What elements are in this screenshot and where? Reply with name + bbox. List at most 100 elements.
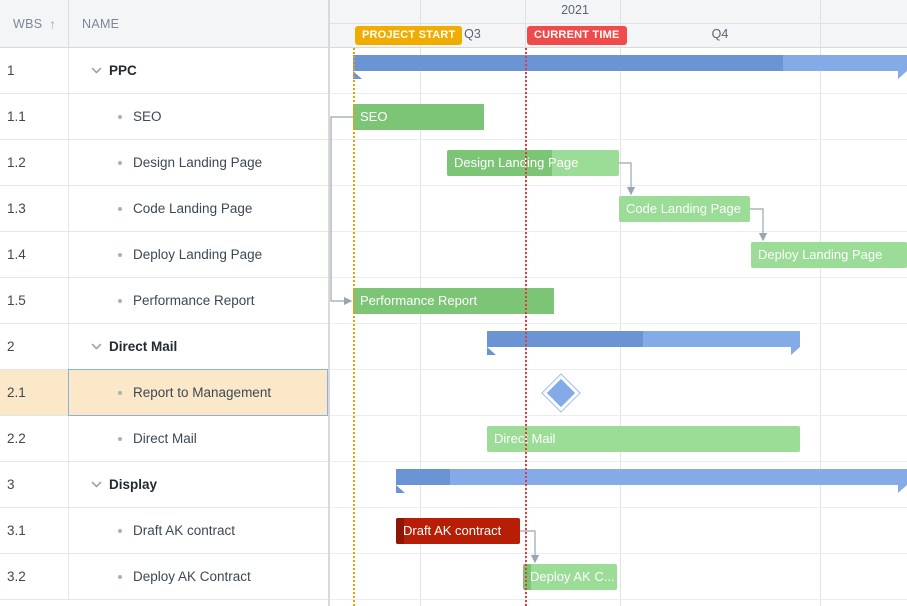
cell-name[interactable]: Deploy Landing Page [69,232,328,277]
table-row[interactable]: 3.2 Deploy AK Contract [0,554,328,600]
wbs-value: 2.1 [7,385,26,400]
timeline-gridline-horizontal [330,185,907,186]
bullet-icon [109,390,131,395]
cell-wbs[interactable]: 3.1 [0,508,69,553]
current-time-badge[interactable]: CURRENT TIME [527,26,627,45]
cell-wbs[interactable]: 3.2 [0,554,69,599]
header-gridline [820,0,821,23]
cell-wbs[interactable]: 1.5 [0,278,69,323]
table-row[interactable]: 1.1 SEO [0,94,328,140]
cell-name[interactable]: Display [69,462,328,507]
cell-name[interactable]: Code Landing Page [69,186,328,231]
timeline-header-years: 2021 [330,0,907,24]
task-name-label: Direct Mail [133,431,197,446]
summary-bar[interactable] [487,331,800,355]
timeline-gridline-horizontal [330,231,907,232]
dep-draft-ak-contract-to-deploy-ak-contract [520,530,540,564]
wbs-value: 1.5 [7,293,26,308]
timeline-gridline-horizontal [330,93,907,94]
cell-wbs[interactable]: 1.3 [0,186,69,231]
cell-name[interactable]: Direct Mail [69,324,328,369]
task-bar[interactable]: Deploy Landing Page [751,242,907,268]
task-bar-label: Direct Mail [494,431,556,446]
task-bar[interactable]: Design Landing Page [447,150,619,176]
cell-name[interactable]: SEO [69,94,328,139]
table-row[interactable]: 2.1 Report to Management [0,369,328,416]
timeline-gridline-vertical [620,48,621,606]
table-row[interactable]: 2.2 Direct Mail [0,416,328,462]
task-bar[interactable]: Direct Mail [487,426,800,452]
task-bar-label: Design Landing Page [454,155,579,170]
cell-name[interactable]: Performance Report [69,278,328,323]
cell-name[interactable]: Draft AK contract [69,508,328,553]
current-time-line [525,48,527,606]
table-row[interactable]: 3.1 Draft AK contract [0,508,328,554]
wbs-value: 3.2 [7,569,26,584]
cell-wbs[interactable]: 2.1 [0,370,69,415]
chevron-down-icon[interactable] [85,65,107,76]
cell-wbs[interactable]: 2 [0,324,69,369]
table-row[interactable]: 2 Direct Mail [0,324,328,370]
task-bar[interactable]: Performance Report [353,288,554,314]
task-name-label: Deploy AK Contract [133,569,251,584]
bullet-icon [109,206,131,211]
wbs-value: 3.1 [7,523,26,538]
cell-name[interactable]: Design Landing Page [69,140,328,185]
timeline-gridline-horizontal [330,323,907,324]
timeline-gridline-horizontal [330,415,907,416]
chevron-down-icon[interactable] [85,479,107,490]
wbs-value: 1.1 [7,109,26,124]
task-bar[interactable]: Deploy AK C... [523,564,617,590]
column-header-wbs[interactable]: WBS ↑ [0,0,69,48]
cell-wbs[interactable]: 2.2 [0,416,69,461]
task-bar[interactable]: Code Landing Page [619,196,750,222]
arrow-up-icon[interactable]: ↑ [49,16,56,31]
cell-wbs[interactable]: 1.1 [0,94,69,139]
project-start-badge[interactable]: PROJECT START [355,26,463,45]
project-start-line [353,48,355,606]
bullet-icon [109,252,131,257]
timeline-gridline-vertical [420,48,421,606]
header-gridline [525,24,526,47]
column-header-name[interactable]: NAME [69,0,328,48]
cell-wbs[interactable]: 1.4 [0,232,69,277]
table-row[interactable]: 1 PPC [0,48,328,94]
cell-wbs[interactable]: 3 [0,462,69,507]
cell-wbs[interactable]: 1 [0,48,69,93]
bullet-icon [109,436,131,441]
timeline-quarter-label: Q4 [711,27,729,41]
cell-wbs[interactable]: 1.2 [0,140,69,185]
cell-name[interactable]: PPC [69,48,328,93]
summary-bar-cap-right [898,485,907,493]
cell-name[interactable]: Deploy AK Contract [69,554,328,599]
dep-code-landing-to-deploy-landing [750,208,768,242]
cell-name[interactable]: Direct Mail [69,416,328,461]
table-row[interactable]: 1.5 Performance Report [0,278,328,324]
summary-bar-base [396,469,907,485]
wbs-value: 1 [7,63,15,78]
table-row[interactable]: 3 Display [0,462,328,508]
cell-name-selected[interactable]: Report to Management [68,369,328,416]
header-gridline [420,0,421,23]
summary-bar-cap-left [396,485,405,493]
summary-bar-cap-right [898,71,907,79]
task-name-label: Code Landing Page [133,201,253,216]
critical-task-bar[interactable]: Draft AK contract [396,518,520,544]
milestone-diamond[interactable] [541,373,581,413]
bullet-icon [109,160,131,165]
summary-bar[interactable] [396,469,907,493]
chevron-down-icon[interactable] [85,341,107,352]
summary-bar[interactable] [353,55,907,79]
bullet-icon [109,114,131,119]
header-gridline [525,0,526,23]
summary-bar-progress [396,469,450,485]
task-name-label: Display [109,477,158,492]
table-row[interactable]: 1.3 Code Landing Page [0,186,328,232]
task-bar[interactable]: SEO [353,104,484,130]
task-name-label: Direct Mail [109,339,178,354]
bullet-icon [109,528,131,533]
